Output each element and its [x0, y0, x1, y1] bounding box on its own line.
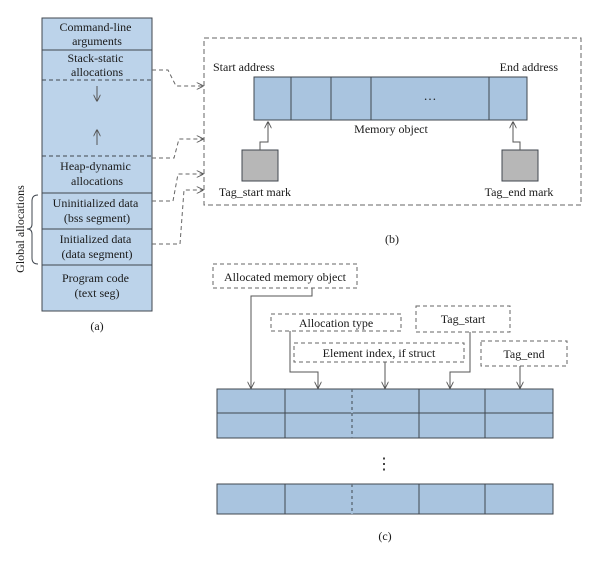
tag-end-label: Tag_end	[503, 347, 544, 361]
memory-object-cell	[488, 76, 528, 121]
tag-table-last-row	[216, 483, 554, 515]
segment-text-label: Program code (text seg)	[62, 271, 132, 300]
caption-a: (a)	[90, 319, 103, 333]
allocation-type-label: Allocation type	[299, 316, 373, 330]
allocated-memory-object-box	[212, 263, 358, 289]
tag-table-cell	[284, 483, 353, 515]
tag-table	[216, 388, 554, 439]
global-allocations-label: Global allocations	[13, 185, 27, 273]
segment-stack-label: Stack-static allocations	[68, 51, 127, 79]
tag-table-cell	[351, 412, 420, 439]
tag-end-box	[480, 340, 568, 367]
segment-bss-label: Uninitialized data (bss segment)	[53, 196, 142, 225]
tag-end-mark-label: Tag_end mark	[485, 185, 554, 199]
tag-table-cell	[418, 412, 486, 439]
tag-table-cell	[351, 388, 420, 414]
tag-table-cell	[351, 483, 420, 515]
panel-a-stack-layout: Command-line arguments Stack-static allo…	[13, 17, 153, 333]
memory-object-cell	[370, 76, 490, 121]
panel-c-tag-entries: Allocated memory object Allocation type …	[212, 263, 568, 543]
tag-table-cell	[484, 388, 554, 414]
caption-c: (c)	[378, 529, 391, 543]
segment-cmdline-label: Command-line arguments	[60, 20, 135, 48]
segment-data-label: Initialized data (data segment)	[60, 232, 135, 261]
tag-end-mark-box	[501, 149, 539, 182]
tag-start-pointer-arrow	[259, 122, 268, 150]
allocated-memory-object-label: Allocated memory object	[224, 270, 347, 284]
vertical-ellipsis: ⋮	[376, 456, 392, 473]
tag-table-cell	[216, 388, 286, 414]
allocation-type-box	[270, 313, 402, 332]
element-index-box	[293, 342, 465, 363]
allocated-object-arrow	[251, 288, 313, 388]
panel-b-memory-object: Start address End address … Memory objec…	[203, 37, 582, 246]
panel-b-frame	[203, 37, 582, 206]
tag-start-label: Tag_start	[441, 312, 486, 326]
tag-table-cell	[284, 388, 353, 414]
memory-object-label: Memory object	[354, 122, 428, 136]
connector-heap	[152, 139, 203, 159]
caption-b: (b)	[385, 232, 399, 246]
tag-table-cell	[216, 412, 286, 439]
segment-heap-label: Heap-dynamic allocations	[60, 159, 134, 188]
element-index-label: Element index, if struct	[323, 346, 436, 360]
end-address-label: End address	[500, 60, 559, 74]
memory-object-ellipsis: …	[424, 88, 437, 103]
memory-object-cell	[330, 76, 372, 121]
tag-start-box	[415, 305, 511, 333]
tag-table-cell	[284, 412, 353, 439]
connector-bss	[152, 174, 203, 202]
tag-table-cell	[418, 388, 486, 414]
allocation-type-arrow	[289, 331, 318, 388]
memory-object-cell	[253, 76, 292, 121]
tag-table-cell	[484, 412, 554, 439]
start-address-label: Start address	[213, 60, 275, 74]
tag-end-pointer-arrow	[513, 122, 521, 150]
tag-start-mark-label: Tag_start mark	[219, 185, 291, 199]
tag-table-cell	[418, 483, 486, 515]
stack-column	[41, 17, 153, 312]
tag-table-cell	[484, 483, 554, 515]
tag-table-cell	[216, 483, 286, 515]
memory-object-cell	[290, 76, 332, 121]
connector-data	[152, 190, 203, 245]
panel-a-to-b-connectors	[152, 69, 203, 245]
global-allocations-brace	[26, 194, 39, 265]
tag-start-mark-box	[241, 149, 279, 182]
tag-start-arrow	[450, 332, 471, 388]
connector-stack	[152, 69, 203, 86]
